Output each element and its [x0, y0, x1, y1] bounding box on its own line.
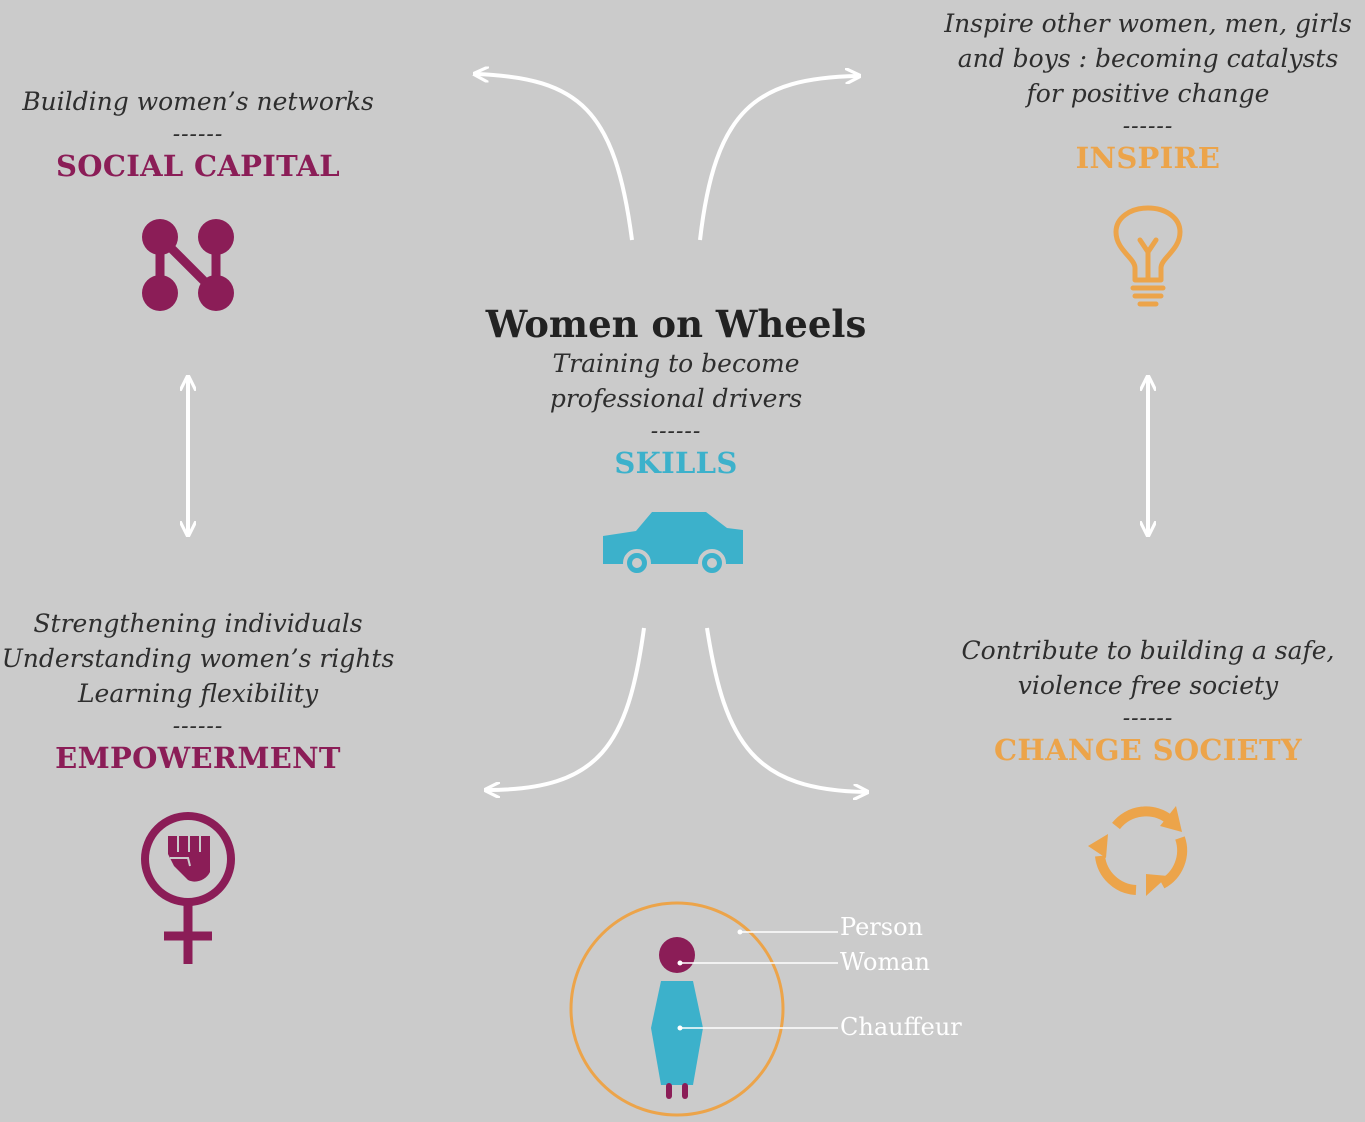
center-subtitle-line-1: Training to become [552, 349, 800, 378]
arrow-to-change-society [705, 627, 866, 792]
empowerment-block: Strengthening individuals Understanding … [0, 606, 396, 777]
inspire-heading: INSPIRE [1075, 141, 1221, 175]
social-capital-block: Building women’s networks ------ SOCIAL … [10, 84, 386, 185]
center-separator: ------ [650, 419, 702, 444]
center-subtitle-line-2: professional drivers [549, 384, 803, 413]
legend-chauffeur-label: Chauffeur [840, 1013, 962, 1041]
network-icon [142, 219, 234, 311]
change-society-line-1: Contribute to building a safe, [961, 636, 1335, 665]
legend-woman-label: Woman [840, 948, 931, 976]
social-capital-line-1: Building women’s networks [22, 87, 374, 116]
empowerment-line-3: Learning flexibility [77, 679, 319, 708]
inspire-line-2: and boys : becoming catalysts [957, 44, 1339, 73]
feminist-fist-icon [141, 812, 235, 964]
change-society-line-2: violence free society [1017, 671, 1279, 700]
inspire-line-3: for positive change [1026, 79, 1270, 108]
inspire-line-1: Inspire other women, men, girls [944, 9, 1352, 38]
arrow-to-inspire [698, 76, 858, 241]
empowerment-line-1: Strengthening individuals [33, 609, 363, 638]
change-society-block: Contribute to building a safe, violence … [945, 633, 1351, 769]
social-capital-heading: SOCIAL CAPITAL [56, 149, 340, 183]
arrow-to-empowerment [487, 627, 646, 790]
inspire-separator: ------ [1122, 114, 1174, 139]
change-society-heading: CHANGE SOCIETY [994, 733, 1302, 767]
center-heading: SKILLS [614, 446, 738, 480]
arrow-to-social-capital [476, 74, 634, 241]
center-title: Women on Wheels [485, 302, 867, 346]
empowerment-separator: ------ [172, 714, 224, 739]
inspire-block: Inspire other women, men, girls and boys… [935, 6, 1361, 177]
social-capital-separator: ------ [172, 122, 224, 147]
recycle-arrows-icon [1088, 806, 1188, 896]
lightbulb-icon [1113, 205, 1183, 307]
empowerment-line-2: Understanding women’s rights [1, 644, 395, 673]
change-society-separator: ------ [1122, 706, 1174, 731]
woman-chauffeur-icon [569, 901, 838, 1117]
center-block: Women on Wheels Training to become profe… [470, 302, 882, 482]
empowerment-heading: EMPOWERMENT [55, 741, 341, 775]
car-icon [603, 512, 743, 577]
legend-person-label: Person [840, 913, 923, 941]
